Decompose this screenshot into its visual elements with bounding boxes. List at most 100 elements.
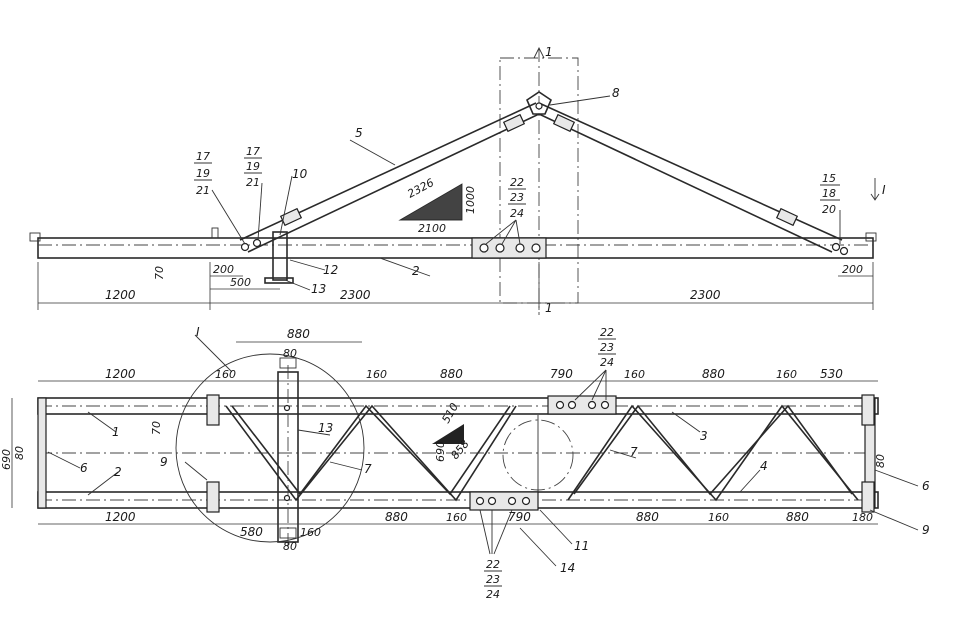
left-upper-cleat	[206, 394, 220, 426]
svg-text:24: 24	[486, 588, 500, 601]
label-stack-left-1: 17 19 21	[194, 150, 246, 245]
label-12: 12	[323, 263, 338, 277]
svg-text:23: 23	[486, 573, 500, 586]
plan-bottom-splice	[469, 491, 539, 511]
plan-top-splice	[547, 395, 617, 415]
svg-text:18: 18	[822, 187, 836, 200]
label-14: 14	[560, 561, 575, 575]
svg-text:24: 24	[600, 356, 614, 369]
plan-dim-1200-bottom: 1200	[105, 510, 136, 524]
cut-mark-top	[533, 46, 545, 59]
right-end-tab	[865, 232, 877, 242]
label-stack-left-2: 17 19 21	[244, 145, 263, 241]
left-end-tab	[29, 232, 41, 242]
label-9-right: 9	[922, 523, 930, 537]
apex-node	[526, 91, 552, 115]
plan-dim-160-e: 160	[300, 526, 321, 539]
label-3: 3	[700, 429, 708, 443]
plan-dim-580: 580	[240, 525, 263, 539]
plan-dim-80-side: 80	[13, 446, 26, 460]
label-11: 11	[574, 539, 589, 553]
plan-dim-880-f: 880	[786, 510, 809, 524]
diag-510: 510	[439, 401, 461, 426]
plan-dim-690-side: 690	[0, 449, 13, 470]
right-rafter-top	[538, 102, 843, 241]
left-rafter-bottom	[247, 113, 540, 253]
svg-text:21: 21	[246, 176, 260, 189]
label-5: 5	[355, 126, 363, 140]
detail-circle	[175, 353, 365, 543]
plan-dim-80-bottom: 80	[283, 540, 297, 553]
lacing-left	[225, 404, 517, 502]
svg-text:23: 23	[600, 341, 614, 354]
slope-rise: 1000	[464, 186, 477, 214]
center-bolt-1	[479, 243, 489, 253]
slope-hyp: 2326	[405, 176, 436, 201]
right-lower-cleat	[861, 481, 875, 513]
plan-view: I 510 858 690 880 1200 160 160 880 790 1…	[0, 325, 930, 601]
plan-dim-790-top: 790	[550, 367, 573, 381]
right-rafter-bottom	[538, 113, 833, 253]
lacing-right-inner	[573, 404, 853, 496]
label-stack-right: 15 18 20	[820, 172, 841, 244]
elev-dim-2300-right: 2300	[690, 288, 721, 302]
center-bolt-4	[531, 243, 541, 253]
plan-label-stack-top: 22 23 24	[574, 326, 616, 401]
svg-text:17: 17	[246, 145, 260, 158]
left-end-bolt-2	[252, 238, 262, 248]
plan-dim-70-side: 70	[150, 421, 163, 435]
label-7-right: 7	[630, 445, 638, 459]
plan-dim-180: 180	[852, 511, 873, 524]
plan-dim-1200-top: 1200	[105, 367, 136, 381]
plan-dim-880-d: 880	[385, 510, 408, 524]
right-end-bolt-2	[839, 246, 849, 256]
right-upper-cleat	[861, 394, 875, 426]
elev-dim-500: 500	[230, 276, 251, 289]
elev-dim-2300-left: 2300	[340, 288, 371, 302]
bottom-chord	[37, 237, 874, 259]
plan-dim-160-d: 160	[776, 368, 797, 381]
right-rafter-plate	[775, 207, 799, 227]
plan-label-stack-bottom: 22 23 24	[479, 509, 513, 601]
center-bolt-3	[515, 243, 525, 253]
left-end-bolt	[240, 242, 250, 252]
svg-text:23: 23	[510, 191, 524, 204]
left-post	[272, 231, 288, 281]
svg-text:17: 17	[196, 150, 210, 163]
svg-text:19: 19	[196, 167, 210, 180]
label-2-elev: 2	[412, 264, 420, 278]
plan-dim-880-top: 880	[287, 327, 310, 341]
svg-text:20: 20	[822, 203, 836, 216]
plan-dim-80-top: 80	[283, 347, 297, 360]
plan-dim-160-a: 160	[215, 368, 236, 381]
label-6-right: 6	[922, 479, 930, 493]
label-6-left: 6	[80, 461, 88, 475]
plan-dim-880-c: 880	[702, 367, 725, 381]
section-label-elev: I	[882, 183, 886, 197]
plan-dim-160-g: 160	[708, 511, 729, 524]
label-13-plan: 13	[318, 421, 333, 435]
plan-dim-880-e: 880	[636, 510, 659, 524]
slope-fill	[400, 184, 462, 220]
lacing-right	[567, 404, 859, 502]
svg-text:24: 24	[510, 207, 524, 220]
elevation-view: 1 1 232	[29, 45, 886, 315]
label-2-plan: 2	[114, 465, 122, 479]
elev-dim-200-left: 200	[213, 263, 234, 276]
right-end-bolt	[831, 242, 841, 252]
center-bolt-2	[495, 243, 505, 253]
label-4: 4	[760, 459, 768, 473]
left-post-base	[264, 277, 294, 284]
left-apex-plate	[502, 113, 526, 133]
plan-dim-160-f: 160	[446, 511, 467, 524]
slope-base: 2100	[418, 222, 446, 235]
diag-690: 690	[434, 441, 447, 462]
svg-text:22: 22	[600, 326, 614, 339]
svg-text:19: 19	[246, 160, 260, 173]
label-13-elev: 13	[311, 282, 326, 296]
svg-text:21: 21	[196, 184, 210, 197]
elev-dim-70: 70	[153, 266, 166, 280]
label-7-left: 7	[364, 462, 372, 476]
label-8: 8	[612, 86, 620, 100]
